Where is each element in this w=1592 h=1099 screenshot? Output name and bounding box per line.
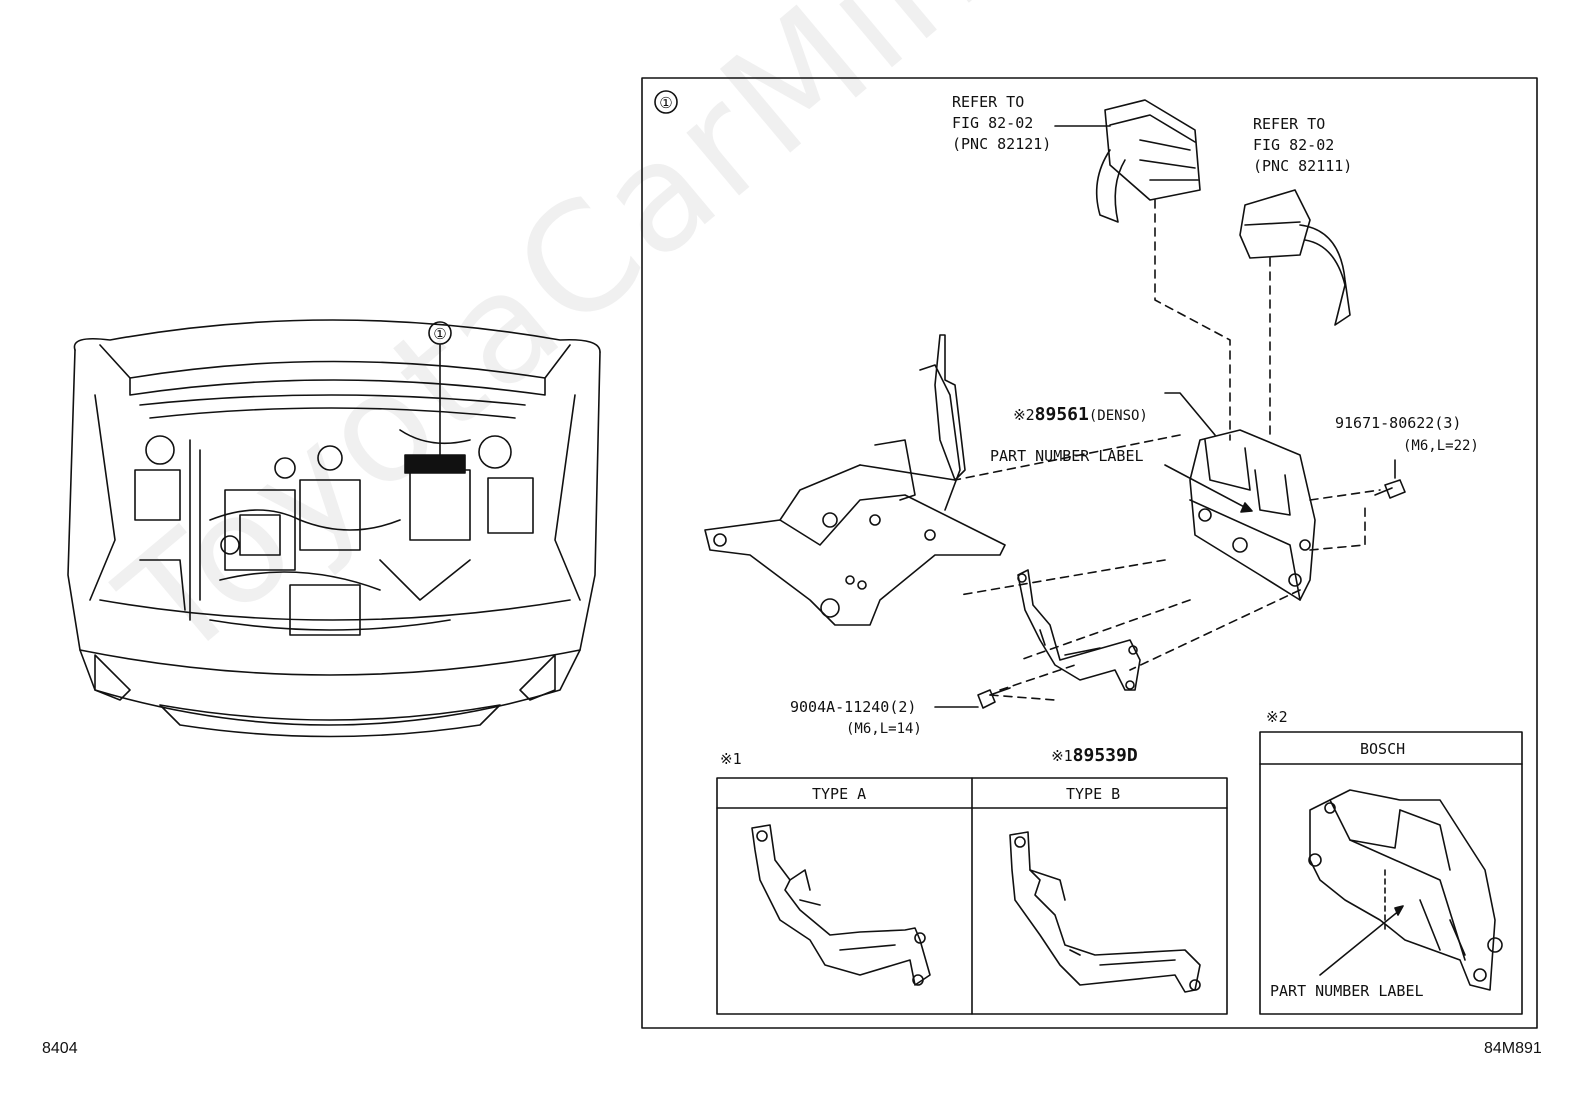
type-b-header: TYPE B — [1066, 785, 1121, 803]
overview-callout: ① — [433, 325, 446, 343]
bolt-right-part-number: 91671-80622(3) — [1335, 414, 1462, 432]
note2-box — [1259, 731, 1523, 1015]
connector-2-drawing — [1239, 189, 1351, 326]
refer-connector-2-line2: FIG 82-02 — [1253, 136, 1335, 154]
bolt-left-drawing — [934, 687, 1011, 709]
type-a-drawing — [751, 824, 931, 986]
frame-callout: ① — [659, 94, 672, 112]
type-a-header: TYPE A — [812, 785, 867, 803]
frame-callout-circle — [654, 90, 678, 114]
ecu-denso-mark: ※2 — [1013, 406, 1035, 424]
bosch-header: BOSCH — [1360, 740, 1406, 758]
part-number-label-text: PART NUMBER LABEL — [990, 447, 1144, 465]
note2-mark: ※2 — [1266, 708, 1288, 726]
bolt-right-drawing — [1374, 459, 1406, 499]
refer-connector-2-line3: (PNC 82111) — [1253, 157, 1353, 175]
ecu-denso-note: (DENSO) — [1088, 408, 1148, 424]
bosch-part-number-label: PART NUMBER LABEL — [1270, 982, 1424, 1000]
engine-bay-illustration — [67, 319, 601, 738]
ecu-bosch-drawing — [1308, 789, 1503, 991]
bolt-left-spec: (M6,L=14) — [846, 721, 922, 737]
dashed-guides — [954, 199, 1381, 701]
bracket-callout: ※189539D — [1033, 724, 1138, 767]
note1-mark: ※1 — [720, 750, 742, 768]
main-frame — [641, 77, 1538, 1029]
bracket-mark: ※1 — [1051, 747, 1073, 765]
bracket-part-number: 89539D — [1072, 745, 1138, 766]
bolt-left-part-number: 9004A-11240(2) — [790, 698, 917, 716]
support-bracket-drawing — [704, 334, 1006, 626]
ecu-denso-drawing — [1164, 392, 1316, 601]
type-b-drawing — [1009, 831, 1201, 993]
bolt-right-spec: (M6,L=22) — [1403, 438, 1479, 454]
bracket-89539d-drawing — [1017, 569, 1141, 691]
connector-1-drawing — [1054, 99, 1201, 223]
ecu-denso-callout: ※289561(DENSO) — [995, 383, 1148, 427]
refer-connector-1-line2: FIG 82-02 — [952, 114, 1034, 132]
ecu-denso-part-number: 89561 — [1034, 404, 1089, 425]
refer-connector-1-line1: REFER TO — [952, 93, 1025, 111]
page-code-right: 84M891 — [1484, 1040, 1542, 1057]
refer-connector-2-line1: REFER TO — [1253, 115, 1326, 133]
refer-connector-1-line3: (PNC 82121) — [952, 135, 1052, 153]
page-code-left: 8404 — [42, 1040, 78, 1057]
